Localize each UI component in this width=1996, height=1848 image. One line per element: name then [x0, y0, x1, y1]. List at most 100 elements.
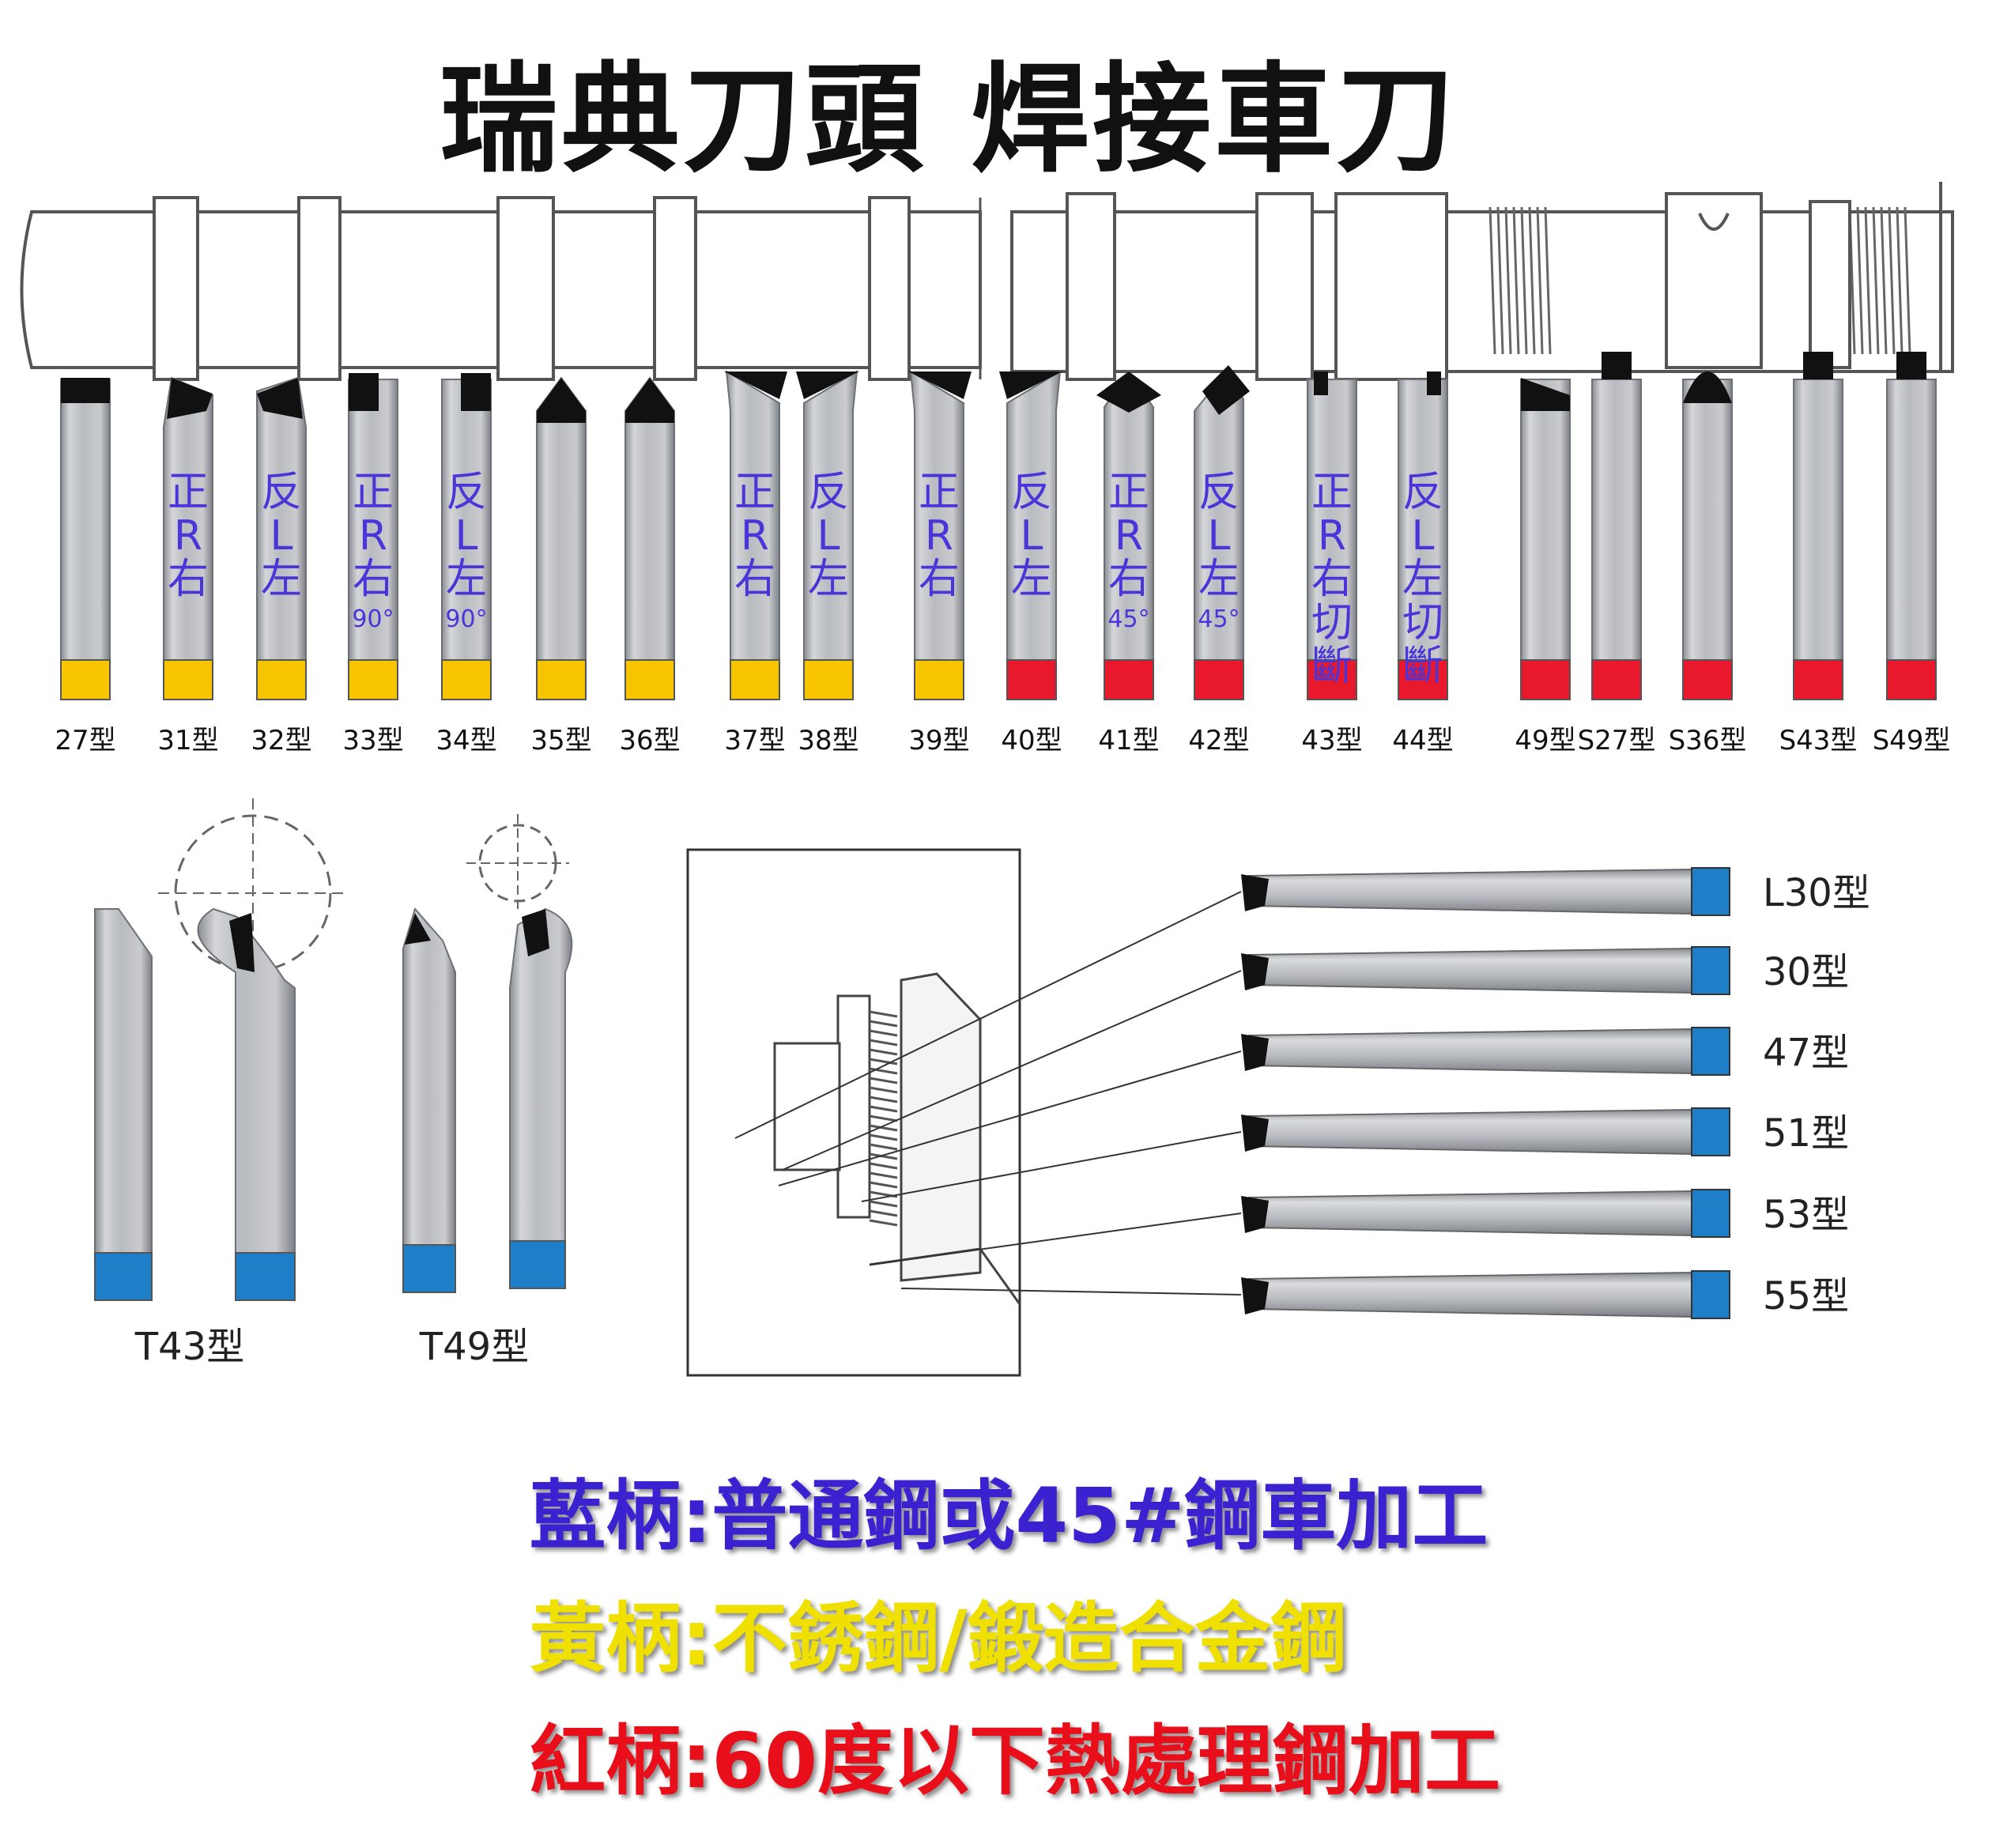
- carbide-tip: [1803, 352, 1833, 379]
- handle-blue: [1691, 946, 1730, 995]
- tool-model-label: 33型: [342, 725, 403, 756]
- handle-yellow: [730, 659, 780, 700]
- bore-flange: [836, 994, 871, 1219]
- handle-yellow: [60, 659, 111, 700]
- tool-35: 35型: [530, 376, 592, 756]
- handle-blue: [1691, 1107, 1730, 1156]
- carbide-tip: [167, 378, 213, 419]
- tool-S43: S43型: [1779, 352, 1858, 756]
- tool-model-label: 34型: [436, 725, 496, 756]
- tool-annotation: 正: [168, 469, 209, 516]
- handle-red: [1398, 659, 1448, 700]
- thread-line: [869, 1152, 898, 1160]
- thread-line: [869, 1124, 898, 1132]
- shaft-collar: [153, 196, 199, 381]
- carbide-tip: [349, 373, 379, 411]
- tool-shank: [1520, 379, 1571, 700]
- tool-annotation: 反: [1198, 469, 1239, 516]
- tool-model-label: 43型: [1301, 725, 1362, 756]
- carbide-tip: [522, 909, 549, 956]
- thread-line: [1528, 206, 1536, 355]
- shaft-collar: [496, 196, 555, 381]
- tool-annotation: 正: [1311, 469, 1353, 516]
- tool-annotation: 左: [1011, 556, 1052, 603]
- shaft-collar: [653, 196, 697, 381]
- handle-red: [1307, 659, 1357, 700]
- tool-annotation: 45°: [1198, 605, 1239, 633]
- boring-bar: [1248, 1028, 1692, 1075]
- handle-blue: [1691, 1027, 1730, 1076]
- tool-annotation: 右: [168, 556, 209, 603]
- handle-blue: [402, 1244, 456, 1293]
- tool-shank: [1682, 379, 1733, 700]
- thread-line: [869, 1077, 898, 1084]
- thread-line: [869, 1020, 898, 1028]
- shaft-collar: [297, 196, 341, 381]
- tool-S49: S49型: [1873, 352, 1950, 756]
- tool-annotation: R: [174, 512, 202, 560]
- thread-line: [1880, 206, 1888, 355]
- carbide-tip: [1427, 371, 1441, 395]
- thread-line: [869, 1114, 898, 1122]
- tool-annotation: 反: [1011, 469, 1052, 516]
- tool-36: 36型: [619, 376, 681, 756]
- carbide-tip: [1314, 371, 1328, 395]
- tool-shank: [1886, 379, 1937, 700]
- handle-yellow: [536, 659, 587, 700]
- tool-annotation: R: [925, 512, 953, 560]
- carbide-tip: [461, 373, 491, 411]
- tool-shank: [94, 908, 153, 1301]
- shaft-collar: [1066, 192, 1116, 381]
- thread-line: [869, 1086, 898, 1094]
- tool-S27: S27型: [1578, 352, 1655, 756]
- tool-annotation: L: [1208, 512, 1231, 560]
- bore-workpiece: [900, 972, 982, 1282]
- tool-model-label: S43型: [1779, 725, 1858, 756]
- tool-model-label: 36型: [619, 725, 680, 756]
- carbide-tip: [229, 913, 255, 972]
- thread-line: [1872, 206, 1880, 355]
- thread-line: [1504, 206, 1512, 355]
- handle-yellow: [163, 659, 213, 700]
- leader-line: [900, 1288, 1242, 1295]
- tool-t-series: [509, 907, 573, 1289]
- leader-line: [782, 970, 1242, 1171]
- shaft-collar: [1255, 192, 1314, 381]
- tool-annotation: 90°: [445, 605, 487, 633]
- tool-annotation: 反: [261, 469, 302, 516]
- handle-blue: [94, 1252, 153, 1301]
- tool-model-label: 51型: [1763, 1111, 1849, 1156]
- thread-line: [869, 1010, 898, 1018]
- carbide-tip: [1896, 352, 1926, 379]
- thread-line: [1896, 206, 1904, 355]
- carbide-tip: [1202, 365, 1250, 415]
- leader-line: [861, 1131, 1242, 1202]
- tool-model-label: 41型: [1098, 725, 1159, 756]
- tool-annotation: 正: [734, 469, 775, 516]
- tool-t-series: [94, 908, 153, 1301]
- tool-shank: [725, 370, 780, 700]
- thread-line: [869, 1096, 898, 1103]
- carbide-tip: [257, 378, 303, 419]
- thread-line: [869, 1029, 898, 1037]
- tool-annotation: 切: [1402, 599, 1443, 647]
- boring-tool-30: 30型: [782, 946, 1849, 1171]
- tool-model-label: 55型: [1763, 1274, 1849, 1318]
- thread-line: [869, 1143, 898, 1151]
- workpiece-shaft-right: [1010, 182, 1954, 381]
- thread-line: [1496, 206, 1504, 355]
- thread-line: [1489, 206, 1496, 355]
- tool-annotation: R: [741, 512, 769, 560]
- carbide-tip: [1602, 352, 1632, 379]
- tool-model-label: 39型: [908, 725, 969, 756]
- tool-model-label: T49型: [419, 1325, 529, 1369]
- leader-line: [869, 1213, 1242, 1265]
- handle-blue: [1691, 1270, 1730, 1319]
- tool-shank: [197, 907, 296, 1301]
- tool-model-label: 38型: [798, 725, 858, 756]
